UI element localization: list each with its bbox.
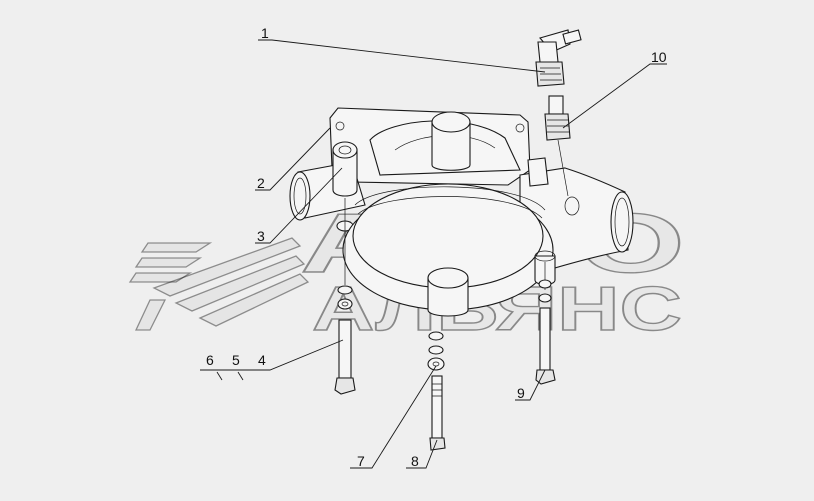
pump-housing bbox=[289, 107, 634, 317]
elbow-fitting bbox=[535, 29, 582, 87]
callout-9: 9 bbox=[517, 385, 525, 401]
callout-labels: 1 2 3 4 5 6 7 8 9 10 bbox=[206, 25, 667, 469]
left-bolt-assembly bbox=[334, 198, 356, 395]
watermark-logo bbox=[128, 237, 310, 331]
center-bolt-assembly bbox=[427, 331, 446, 451]
callout-8: 8 bbox=[411, 453, 419, 469]
callout-3: 3 bbox=[257, 228, 265, 244]
callout-5: 5 bbox=[232, 352, 240, 368]
callout-10: 10 bbox=[651, 49, 667, 65]
leader-lines bbox=[200, 39, 667, 469]
callout-2: 2 bbox=[257, 175, 265, 191]
callout-6: 6 bbox=[206, 352, 214, 368]
callout-4: 4 bbox=[258, 352, 266, 368]
callout-1: 1 bbox=[261, 25, 269, 41]
adapter-fitting bbox=[544, 95, 571, 197]
right-bolt-assembly bbox=[535, 262, 556, 385]
callout-7: 7 bbox=[357, 453, 365, 469]
